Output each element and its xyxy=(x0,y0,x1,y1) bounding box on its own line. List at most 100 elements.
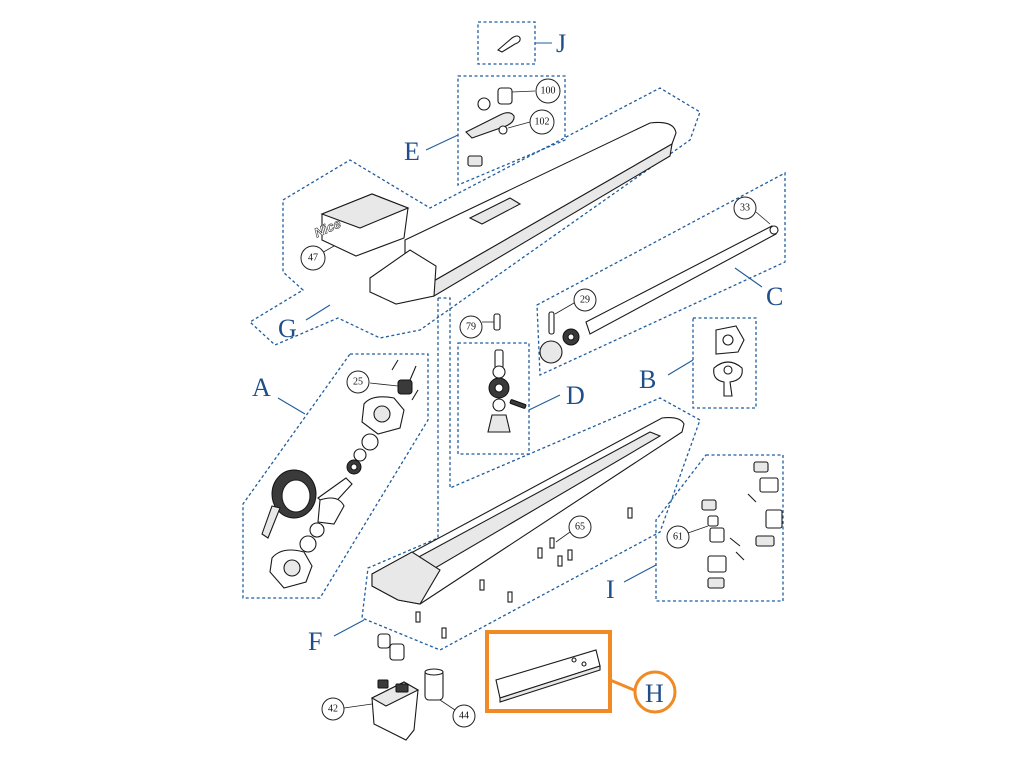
group-g[interactable]: Nice 47 G xyxy=(248,87,701,346)
part-65-badge xyxy=(568,515,592,539)
part-100-badge xyxy=(535,78,561,104)
group-h-highlight-circle xyxy=(633,670,677,714)
capacitor-top xyxy=(424,668,444,676)
gear-shaft-top xyxy=(494,349,504,369)
bevel-gear-part xyxy=(487,414,511,433)
cover-front-block xyxy=(369,249,437,305)
part-33-leader xyxy=(755,211,771,225)
limit-switch-screw-2 xyxy=(729,537,741,547)
mounting-plate-hole-2 xyxy=(581,661,587,667)
cable-gland-2 xyxy=(389,643,405,661)
motor-shaft-collar xyxy=(317,497,345,525)
group-b-leader xyxy=(667,359,694,376)
group-c[interactable]: 29 33 C xyxy=(536,171,786,376)
limit-switch-cap-4 xyxy=(707,577,725,589)
terminal-connector-2 xyxy=(395,683,409,693)
group-d-label: D xyxy=(566,381,585,410)
release-key-part xyxy=(497,35,521,53)
motor-cover-part xyxy=(404,121,677,283)
housing-screw-5 xyxy=(567,549,573,561)
limit-switch-small xyxy=(707,515,719,527)
part-42-leader xyxy=(343,703,373,709)
housing-screw-9 xyxy=(441,627,447,639)
group-i-leader xyxy=(623,564,657,583)
group-g-label: G xyxy=(278,314,297,343)
worm-screw-shaft xyxy=(585,225,778,335)
group-f-label: F xyxy=(308,627,322,656)
part-102-number: 102 xyxy=(535,117,550,128)
group-e[interactable]: 100 102 E xyxy=(404,75,566,186)
group-a[interactable]: 25 A xyxy=(242,353,429,599)
group-b[interactable]: B xyxy=(639,317,757,409)
part-25-leader xyxy=(369,382,399,387)
group-i[interactable]: 61 I xyxy=(606,454,784,604)
gear-bearing-core xyxy=(494,383,504,393)
limit-switch-screw-3 xyxy=(735,551,745,561)
shaft-end-cap xyxy=(769,225,779,235)
part-25-number: 25 xyxy=(353,377,363,388)
shaft-bearing-inner xyxy=(567,333,575,341)
limit-switch-block-1 xyxy=(759,477,779,493)
group-b-label: B xyxy=(639,365,656,394)
group-c-label: C xyxy=(766,282,783,311)
limit-switch-screw-1 xyxy=(747,493,757,503)
part-42-badge xyxy=(321,697,345,721)
cable-gland-1 xyxy=(377,633,391,649)
housing-screw-7 xyxy=(507,591,513,603)
base-housing-channel xyxy=(400,431,662,579)
part-61-badge xyxy=(666,525,690,549)
part-25-badge xyxy=(346,370,370,394)
limit-switch-block-4 xyxy=(707,555,727,573)
motor-wire-part xyxy=(261,505,281,539)
group-g-outline xyxy=(248,87,701,346)
gear-washer-top xyxy=(492,365,506,379)
group-h-label: H xyxy=(645,679,664,708)
part-29-number: 29 xyxy=(580,295,590,306)
gearbox-housing-hub xyxy=(373,405,391,423)
part-33-badge xyxy=(733,196,757,220)
group-h[interactable]: H xyxy=(485,630,677,714)
bracket-eye-hole xyxy=(723,365,733,375)
motor-bearing-core xyxy=(350,463,358,471)
limit-switch-cap-2 xyxy=(701,499,717,511)
group-c-outline xyxy=(536,171,786,376)
group-a-leader xyxy=(277,397,306,415)
part-44-number: 44 xyxy=(459,711,469,722)
motor-ring-4 xyxy=(299,535,317,553)
housing-screw-3 xyxy=(549,537,555,549)
shaft-gear-part xyxy=(539,340,563,364)
limit-switch-cap-3 xyxy=(755,535,775,547)
group-f-leader xyxy=(333,619,365,637)
part-47-number: 47 xyxy=(308,253,318,264)
shaft-pin-part xyxy=(548,311,555,335)
housing-screw-1 xyxy=(627,507,633,519)
loose-parts[interactable]: 42 44 xyxy=(321,633,476,741)
group-d-leader xyxy=(528,394,561,411)
motor-gear-part xyxy=(397,379,413,395)
group-b-outline xyxy=(692,317,757,409)
group-j[interactable]: J xyxy=(477,21,566,65)
part-29-leader xyxy=(554,302,575,315)
part-79-pin xyxy=(493,313,501,331)
mounting-plate-hole-1 xyxy=(571,657,577,663)
part-102-leader xyxy=(507,121,531,129)
nut-block-hole xyxy=(722,334,734,346)
group-a-label: A xyxy=(252,373,271,402)
cover-cap-top xyxy=(320,193,410,229)
part-79-number: 79 xyxy=(466,322,476,333)
motor-ring-2 xyxy=(353,448,367,462)
part-79-badge xyxy=(459,315,483,339)
group-d[interactable]: 79 D xyxy=(457,313,585,455)
mounting-plate-edge xyxy=(499,665,601,703)
group-f[interactable]: 65 F xyxy=(308,297,701,656)
gear-key-part xyxy=(509,399,527,409)
motor-pin-3 xyxy=(411,389,419,401)
lever-pin-part xyxy=(477,97,491,111)
group-a-outline xyxy=(242,353,429,599)
bracket-eye-part xyxy=(713,361,743,397)
group-f-outline xyxy=(361,297,701,651)
part-65-leader xyxy=(555,531,571,543)
cover-slot xyxy=(468,197,522,225)
gear-washer-bottom xyxy=(492,398,506,412)
group-d-outline xyxy=(457,342,530,455)
